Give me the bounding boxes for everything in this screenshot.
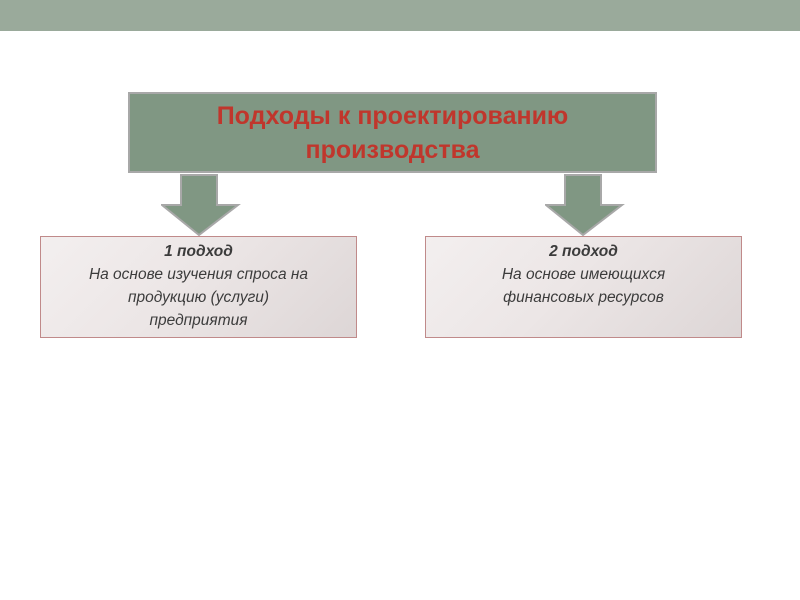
approach-2-heading: 2 подход <box>549 243 618 260</box>
approach-1-line-2: продукцию (услуги) <box>127 289 270 306</box>
title-box: Подходы к проектированию производства <box>128 92 657 173</box>
down-arrow-left <box>161 174 241 236</box>
approach-1-line-3: предприятия <box>149 312 248 329</box>
down-arrow-right <box>545 174 625 236</box>
approach-1-box: 1 подход На основе изучения спроса на пр… <box>40 236 357 338</box>
approach-2-line-2: финансовых ресурсов <box>503 289 664 306</box>
approach-1-heading: 1 подход <box>164 243 233 260</box>
approach-1-line-1: На основе изучения спроса на <box>88 266 309 283</box>
title-line-2: производства <box>305 135 480 164</box>
approach-2-box: 2 подход На основе имеющихся финансовых … <box>425 236 742 338</box>
top-band <box>0 0 800 31</box>
approach-2-line-1: На основе имеющихся <box>501 266 666 283</box>
title-line-1: Подходы к проектированию <box>216 101 569 130</box>
